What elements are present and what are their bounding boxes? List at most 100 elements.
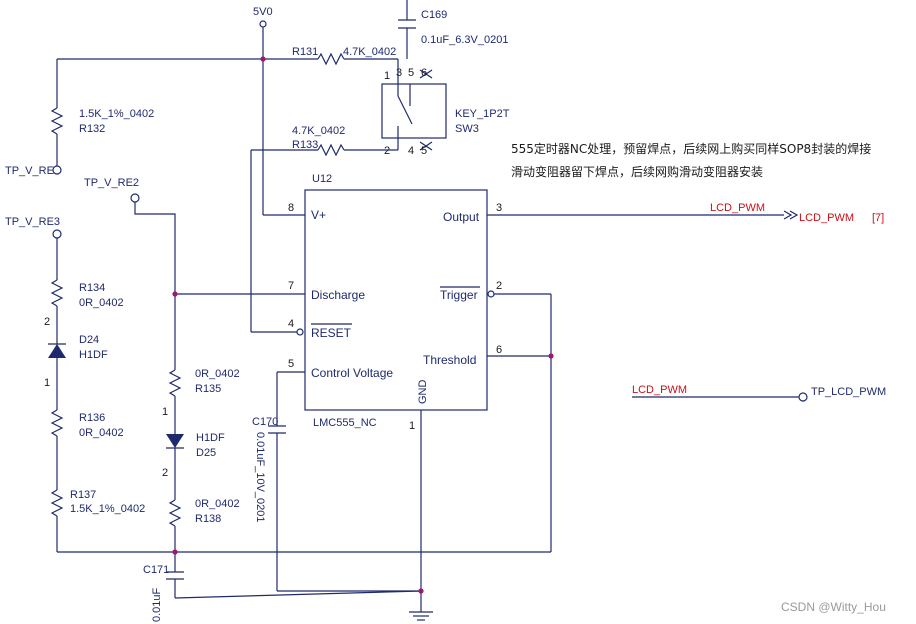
pin2-inv-bubble [487,290,495,298]
junction-vcc [260,56,266,62]
pin-num-1: 1 [409,420,415,432]
pin-num-6: 6 [496,344,502,356]
junction-bottom-rail [172,549,178,555]
pin-num-3: 3 [496,202,502,214]
pin-label-vplus: V+ [311,208,326,222]
note-line-2: 滑动变阻器留下焊点，后续网购滑动变阻器安装 [511,164,763,179]
pin-num-8: 8 [288,202,294,214]
r131-symbol [317,52,345,66]
c171-value: 0.01uF [151,587,163,622]
sw3-pin-6b: 5 [421,145,427,157]
sw3-nc-x2 [419,69,433,79]
r134-ref: R134 [79,282,105,294]
junction-gnd [418,588,424,594]
pin-label-trigger: Trigger [440,288,478,302]
u12-part: LMC555_NC [313,417,377,429]
sw3-pin-5a: 5 [408,67,414,79]
r138-value: 0R_0402 [195,498,240,510]
junction-discharge [172,291,178,297]
junction-threshold [548,353,554,359]
c171-gnd-wire [174,590,422,599]
r137-symbol [50,489,64,517]
sw3-value: KEY_1P2T [455,108,510,120]
u12-body [304,189,488,411]
r135-ref: R135 [195,383,221,395]
tp-lcd-pwm-port [798,392,808,402]
d25-ref: D25 [196,447,216,459]
pin-label-gnd: GND [417,380,429,405]
r133-ref: R133 [292,139,318,151]
c169-value: 0.1uF_6.3V_0201 [421,34,508,46]
tp2-wire [134,202,176,370]
r138-symbol [168,499,182,527]
tp-v-re-label: TP_V_RE [5,165,54,177]
pin-label-threshold: Threshold [423,353,476,367]
r133-value: 4.7K_0402 [292,125,345,137]
c170-value: 0.01uF_10V_0201 [254,432,266,523]
pin-num-7: 7 [288,280,294,292]
vcc-port [259,20,267,28]
pin-label-control: Control Voltage [311,366,393,380]
r132-ref: R132 [79,123,105,135]
tp-v-re2-port [130,193,140,203]
sw3-pin-3: 3 [396,67,402,79]
r136-ref: R136 [79,412,105,424]
d24-ref: D24 [79,334,99,346]
tp-v-re3-port [52,229,62,239]
tp-v-re3-label: TP_V_RE3 [5,216,60,228]
c169-ref: C169 [421,9,447,21]
c171-ref: C171 [143,564,169,576]
lcd-pwm-page-ref: [7] [872,212,884,224]
d24-symbol [48,344,66,358]
sw3-nc-x4 [419,141,433,151]
note-line-1: 555定时器NC处理，预留焊点，后续网上购买同样SOP8封装的焊接 [511,141,871,156]
sw3-pin-4: 4 [408,145,414,157]
d25-pin-top: 1 [162,406,168,418]
r136-symbol [50,409,64,437]
tp-lcd-pwm-label: TP_LCD_PWM [811,386,886,398]
d24-pin-bot: 1 [44,377,50,389]
sw3-ref: SW3 [455,123,479,135]
pin-label-reset: RESET [311,326,352,340]
r138-ref: R138 [195,513,221,525]
r131-ref: R131 [292,46,318,58]
r134-symbol [50,279,64,307]
d25-value: H1DF [196,432,225,444]
r133-symbol [317,143,345,157]
sw3-pin-6a: 6 [421,67,427,79]
u12-ref: U12 [312,173,332,185]
pin-num-4: 4 [288,318,294,330]
d24-value: H1DF [79,349,108,361]
r135-value: 0R_0402 [195,368,240,380]
r135-symbol [168,369,182,397]
pin-label-discharge: Discharge [311,288,365,302]
pin-num-5: 5 [288,358,294,370]
pin4-inv-bubble [296,328,304,336]
offpage-arrow-1 [783,210,793,220]
watermark: CSDN @Witty_Hou [781,600,886,614]
r134-value: 0R_0402 [79,297,124,309]
d25-pin-bot: 2 [162,467,168,479]
vcc-label: 5V0 [253,6,273,18]
r137-value: 1.5K_1%_0402 [70,503,145,515]
lcd-pwm-port-label: LCD_PWM [799,212,854,224]
d24-pin-top: 2 [44,316,50,328]
r131-value: 4.7K_0402 [343,46,396,58]
pin-label-output: Output [443,210,480,224]
r136-value: 0R_0402 [79,427,124,439]
sw3-pin-2: 2 [384,145,390,157]
r132-symbol [50,107,64,135]
offpage-arrow-2 [789,210,799,220]
sw3-blade [397,95,413,125]
r132-value: 1.5K_1%_0402 [79,108,154,120]
tp-v-re-port [52,165,62,175]
pin-num-2: 2 [496,280,502,292]
sw3-pin-1: 1 [384,70,390,82]
r137-ref: R137 [70,489,96,501]
c170-ref: C170 [252,416,278,428]
sw3-body [381,83,447,139]
lcd-pwm-tp-net-label: LCD_PWM [632,384,687,396]
d25-symbol [166,434,184,448]
